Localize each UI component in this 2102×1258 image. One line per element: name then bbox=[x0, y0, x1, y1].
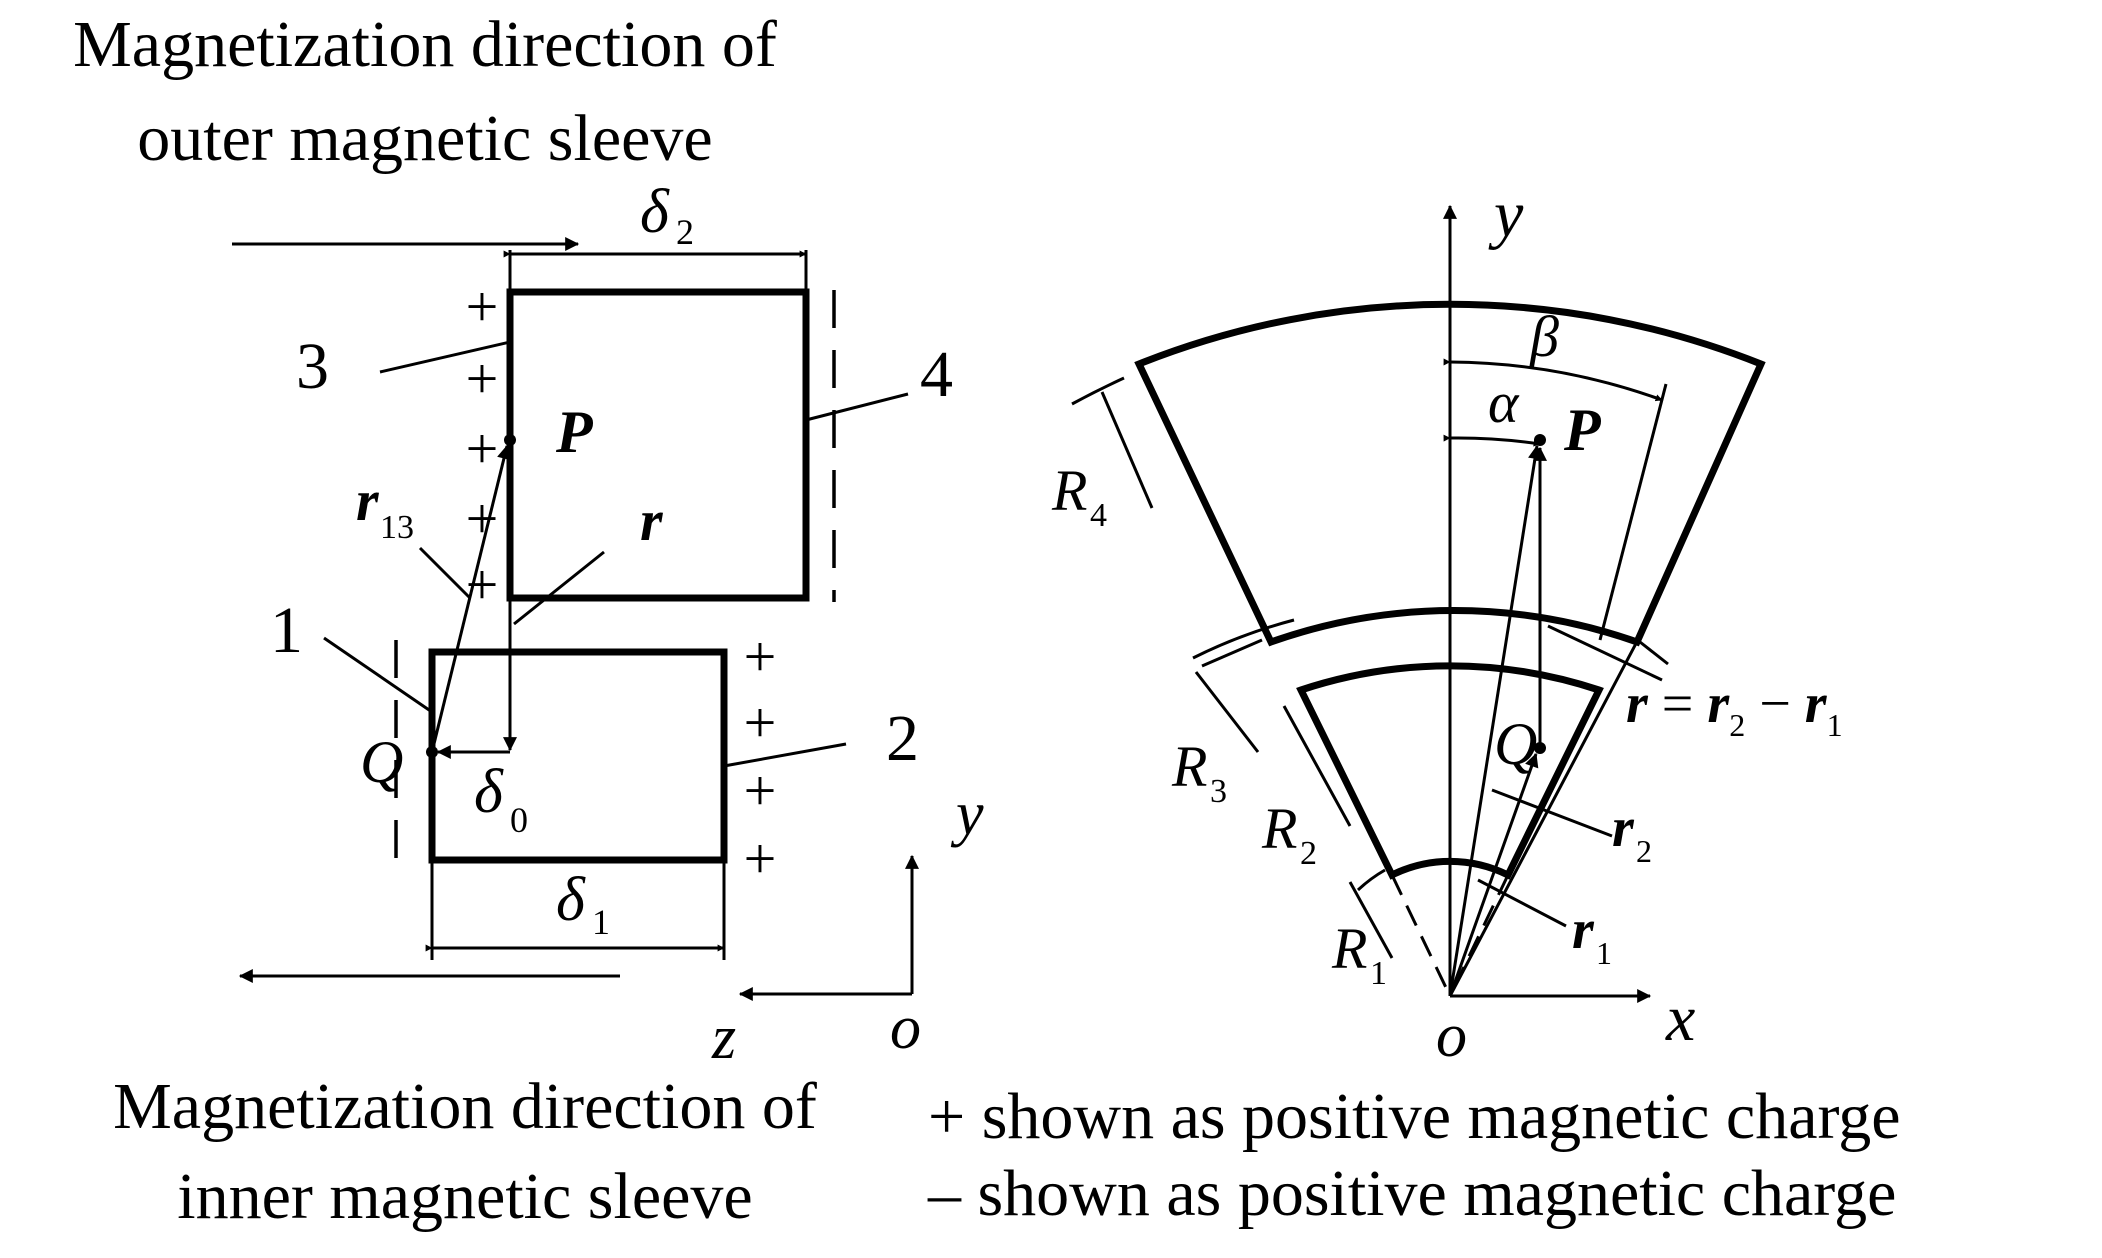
delta2-label: δ bbox=[640, 178, 670, 246]
delta0-subscript: 0 bbox=[510, 800, 528, 840]
R4-leader bbox=[1100, 391, 1154, 509]
R4-arc bbox=[1071, 376, 1125, 406]
vector-r2-subscript: 2 bbox=[1636, 833, 1652, 869]
beta-label: β bbox=[1529, 304, 1559, 369]
plus-charge: + bbox=[744, 624, 777, 689]
leader-r bbox=[513, 550, 605, 626]
plus-charge: + bbox=[744, 690, 777, 755]
inner-caption-line2: inner magnetic sleeve bbox=[177, 1160, 752, 1233]
vector-r13-label: r bbox=[356, 468, 379, 533]
leader-2 bbox=[723, 742, 847, 768]
outer-caption-line1: Magnetization direction of bbox=[73, 8, 777, 81]
right-origin-label: o bbox=[1436, 1002, 1467, 1070]
delta2-subscript: 2 bbox=[676, 212, 694, 252]
inner-magnet-block bbox=[428, 648, 728, 864]
vector-r-label: r bbox=[640, 488, 663, 553]
alpha-label: α bbox=[1488, 370, 1520, 435]
label-1: 1 bbox=[270, 594, 303, 667]
alpha-arc bbox=[1443, 434, 1541, 447]
plus-charge: + bbox=[744, 826, 777, 891]
point-Q-label: Q bbox=[360, 729, 403, 795]
plus-charge: + bbox=[466, 552, 499, 617]
inner-left-radial-extension bbox=[1390, 874, 1452, 997]
left-cross-section: δ 2 + + + + + + + + + 3 4 1 2 P Q bbox=[232, 178, 984, 1072]
R4-label: R bbox=[1051, 458, 1087, 523]
plus-charge: + bbox=[466, 346, 499, 411]
R1-arc bbox=[1356, 868, 1386, 892]
vector-r1-label: r bbox=[1572, 899, 1595, 961]
left-y-axis-label: y bbox=[950, 780, 984, 848]
legend-plus: + shown as positive magnetic charge bbox=[928, 1080, 1901, 1153]
point-P bbox=[1534, 434, 1546, 446]
label-3: 3 bbox=[296, 330, 329, 403]
point-P-label: P bbox=[1563, 397, 1602, 463]
R2-subscript: 2 bbox=[1300, 835, 1317, 872]
delta1-label: δ bbox=[556, 866, 586, 934]
left-z-axis-label: z bbox=[711, 1004, 736, 1072]
leader-r2 bbox=[1491, 788, 1613, 838]
vector-r13 bbox=[430, 444, 511, 753]
vector-r2-label: r bbox=[1612, 797, 1635, 859]
R2-label: R bbox=[1261, 796, 1297, 861]
leader-r1 bbox=[1477, 878, 1567, 928]
beta-edge-line bbox=[1598, 383, 1668, 641]
leader-4 bbox=[805, 392, 909, 422]
R1-label: R bbox=[1331, 916, 1367, 981]
R2-leader bbox=[1282, 705, 1352, 827]
vector-equation: r = r2 − r1 bbox=[1626, 673, 1843, 743]
legend-minus: – shown as positive magnetic charge bbox=[927, 1157, 1896, 1230]
R1-subscript: 1 bbox=[1370, 955, 1387, 992]
delta1-subscript: 1 bbox=[592, 902, 610, 942]
point-Q bbox=[1534, 742, 1546, 754]
plus-charge: + bbox=[466, 486, 499, 551]
label-2: 2 bbox=[886, 702, 919, 775]
right-y-axis-label: y bbox=[1488, 178, 1524, 251]
R1-leader bbox=[1348, 881, 1394, 959]
point-P-label: P bbox=[555, 399, 594, 465]
plus-charge: + bbox=[466, 274, 499, 339]
inner-caption-line1: Magnetization direction of bbox=[113, 1070, 817, 1143]
outer-sleeve-sector bbox=[1134, 300, 1766, 647]
R3-label: R bbox=[1171, 734, 1207, 799]
beta-arc bbox=[1443, 358, 1663, 402]
plus-charge: + bbox=[466, 416, 499, 481]
plus-charge: + bbox=[744, 758, 777, 823]
leader-r13 bbox=[418, 546, 472, 600]
vector-r1-subscript: 1 bbox=[1596, 935, 1612, 971]
R3-arc bbox=[1192, 618, 1295, 660]
leader-1 bbox=[323, 636, 433, 714]
label-4: 4 bbox=[920, 338, 953, 411]
point-P bbox=[504, 434, 516, 446]
vector-r1 bbox=[1448, 752, 1539, 997]
R3-subscript: 3 bbox=[1210, 773, 1227, 810]
right-x-axis-label: x bbox=[1665, 982, 1695, 1055]
leader-3 bbox=[379, 340, 511, 374]
inner-sleeve-sector bbox=[1296, 662, 1604, 880]
delta0-label: δ bbox=[474, 758, 504, 826]
leader-r-equation bbox=[1547, 624, 1663, 682]
vector-r13-subscript: 13 bbox=[380, 509, 414, 546]
vector-r2 bbox=[1448, 444, 1542, 997]
R3-leader bbox=[1194, 671, 1260, 753]
right-sector-view: y x o R 4 R 3 R 2 R 1 α bbox=[1051, 178, 1843, 1070]
radial-line-to-outer-edge bbox=[1448, 633, 1643, 997]
left-origin-label: o bbox=[890, 994, 921, 1062]
outer-caption-line2: outer magnetic sleeve bbox=[137, 102, 712, 175]
R4-subscript: 4 bbox=[1090, 497, 1107, 534]
